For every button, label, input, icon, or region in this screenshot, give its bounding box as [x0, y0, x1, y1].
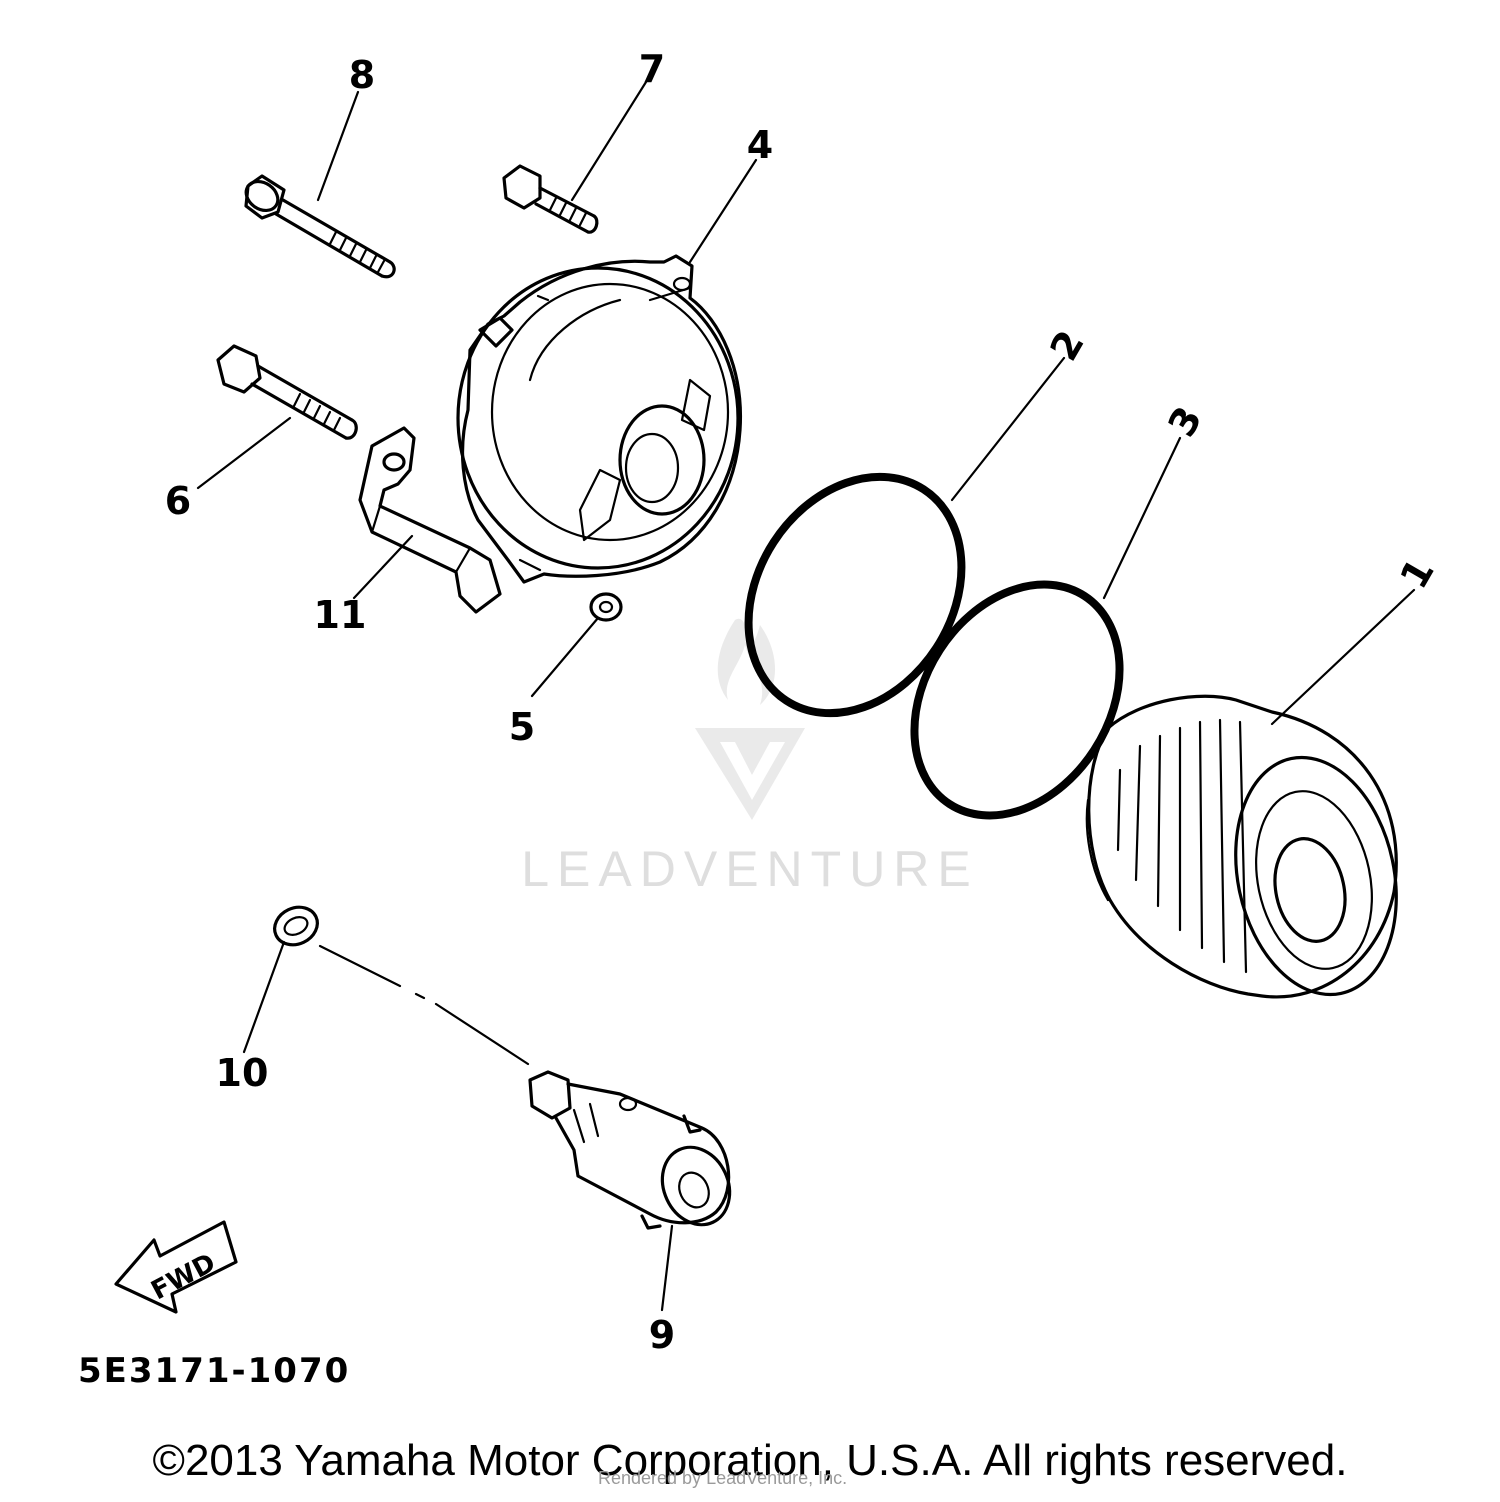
callout-3: 3 [1159, 399, 1210, 444]
fwd-label: FWD [146, 1248, 220, 1306]
center-line [318, 944, 530, 1066]
leader-lines [196, 80, 1416, 1312]
bolt-8 [244, 174, 396, 279]
fwd-arrow: FWD [114, 1220, 238, 1314]
callout-5: 5 [509, 705, 535, 749]
callout-6: 6 [165, 479, 191, 523]
oil-filter-element-1 [1085, 694, 1398, 999]
watermark-logo: LEADVENTURE [521, 618, 979, 897]
callout-9: 9 [649, 1313, 675, 1357]
callout-2: 2 [1041, 323, 1092, 368]
callout-4: 4 [747, 123, 773, 167]
washer-5 [589, 592, 623, 622]
callout-10: 10 [216, 1051, 269, 1095]
watermark-credit: Rendered by LeadVenture, Inc. [598, 1468, 848, 1488]
callout-11: 11 [314, 593, 367, 637]
o-ring-2 [744, 472, 966, 718]
diagram-code: 5E3171-1070 [78, 1351, 350, 1391]
bolt-7 [502, 164, 599, 234]
callout-8: 8 [349, 53, 375, 97]
watermark-brand: LEADVENTURE [521, 841, 979, 897]
callout-1: 1 [1391, 551, 1442, 596]
washer-10 [273, 905, 319, 947]
callout-7: 7 [639, 47, 665, 91]
copyright-notice: ©2013 Yamaha Motor Corporation, U.S.A. A… [152, 1436, 1348, 1485]
bracket-11 [358, 426, 502, 614]
o-ring-3 [910, 580, 1124, 820]
bolt-6 [216, 344, 358, 440]
relief-valve-9 [528, 1070, 732, 1230]
oil-filter-cover-4 [456, 254, 743, 584]
